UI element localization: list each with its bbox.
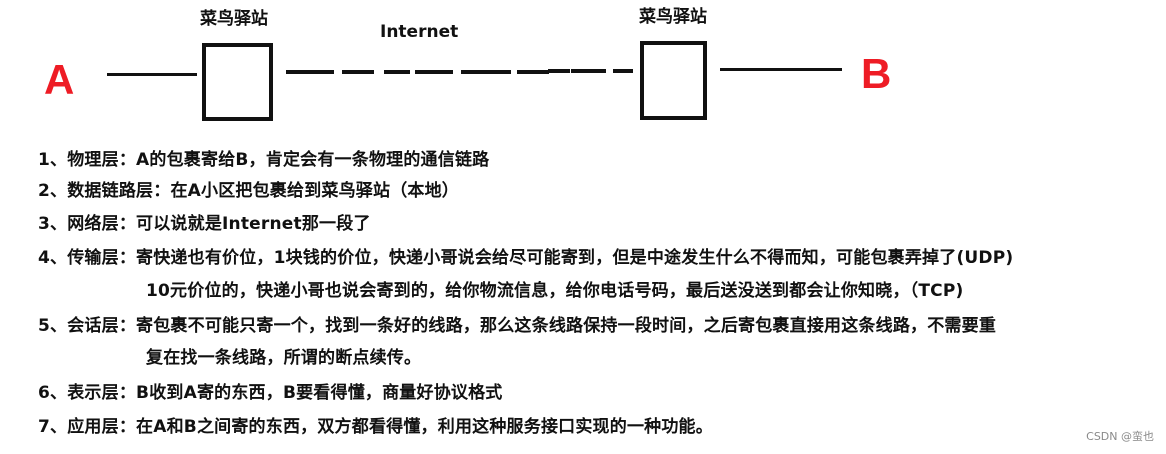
layer-item-transport: 4、传输层：寄快递也有价位，1块钱的价位，快递小哥说会给尽可能寄到，但是中途发生…: [38, 247, 1013, 269]
link-a-to-station: [107, 73, 197, 76]
station-left-label: 菜鸟驿站: [200, 9, 268, 29]
layer-item-data-link: 2、数据链路层：在A小区把包裹给到菜鸟驿站（本地）: [38, 180, 459, 202]
layer-name: 1、物理层：: [38, 150, 137, 170]
station-right-label: 菜鸟驿站: [639, 7, 707, 27]
endpoint-a-label: A: [44, 56, 75, 103]
layer-name: 6、表示层：: [38, 383, 137, 403]
layer-item-session-continuation: 复在找一条线路，所谓的断点续传。: [146, 348, 422, 368]
layer-item-transport-continuation: 10元价位的，快递小哥也说会寄到的，给你物流信息，给你电话号码，最后送没送到都会…: [146, 281, 964, 301]
dash-segment: [461, 70, 511, 74]
dash-segment: [517, 70, 549, 74]
internet-label: Internet: [380, 22, 459, 42]
station-left-box: [202, 43, 273, 121]
watermark: CSDN @蛮也: [1086, 430, 1154, 443]
layer-item-physical: 1、物理层：A的包裹寄给B，肯定会有一条物理的通信链路: [38, 149, 489, 171]
layer-description: 在A和B之间寄的东西，双方都看得懂，利用这种服务接口实现的一种功能。: [136, 417, 713, 437]
link-station-to-b: [720, 68, 842, 71]
layer-description: 在A小区把包裹给到菜鸟驿站（本地）: [170, 181, 459, 201]
internet-dashed-link: [0, 0, 1166, 100]
dash-segment: [415, 70, 453, 74]
layer-name: 7、应用层：: [38, 417, 137, 437]
layer-item-application: 7、应用层：在A和B之间寄的东西，双方都看得懂，利用这种服务接口实现的一种功能。: [38, 416, 713, 438]
endpoint-b-label: B: [861, 50, 892, 97]
layer-description: B收到A寄的东西，B要看得懂，商量好协议格式: [136, 383, 503, 403]
dash-segment: [571, 69, 606, 73]
layer-description: A的包裹寄给B，肯定会有一条物理的通信链路: [136, 150, 490, 170]
dash-segment: [342, 70, 374, 74]
layer-name: 2、数据链路层：: [38, 181, 171, 201]
layer-name: 4、传输层：: [38, 248, 137, 268]
dash-segment: [613, 69, 633, 73]
layer-item-presentation: 6、表示层：B收到A寄的东西，B要看得懂，商量好协议格式: [38, 382, 503, 404]
layer-description: 寄快递也有价位，1块钱的价位，快递小哥说会给尽可能寄到，但是中途发生什么不得而知…: [136, 248, 1014, 268]
layer-name: 3、网络层：: [38, 214, 137, 234]
layer-description: 可以说就是Internet那一段了: [136, 214, 371, 234]
layer-item-network: 3、网络层：可以说就是Internet那一段了: [38, 213, 371, 235]
dash-segment: [384, 70, 410, 74]
dash-segment: [548, 69, 570, 73]
layer-description: 寄包裹不可能只寄一个，找到一条好的线路，那么这条线路保持一段时间，之后寄包裹直接…: [136, 316, 997, 336]
layer-name: 5、会话层：: [38, 316, 137, 336]
dash-segment: [286, 70, 334, 74]
station-right-box: [640, 41, 707, 120]
layer-item-session: 5、会话层：寄包裹不可能只寄一个，找到一条好的线路，那么这条线路保持一段时间，之…: [38, 315, 996, 337]
